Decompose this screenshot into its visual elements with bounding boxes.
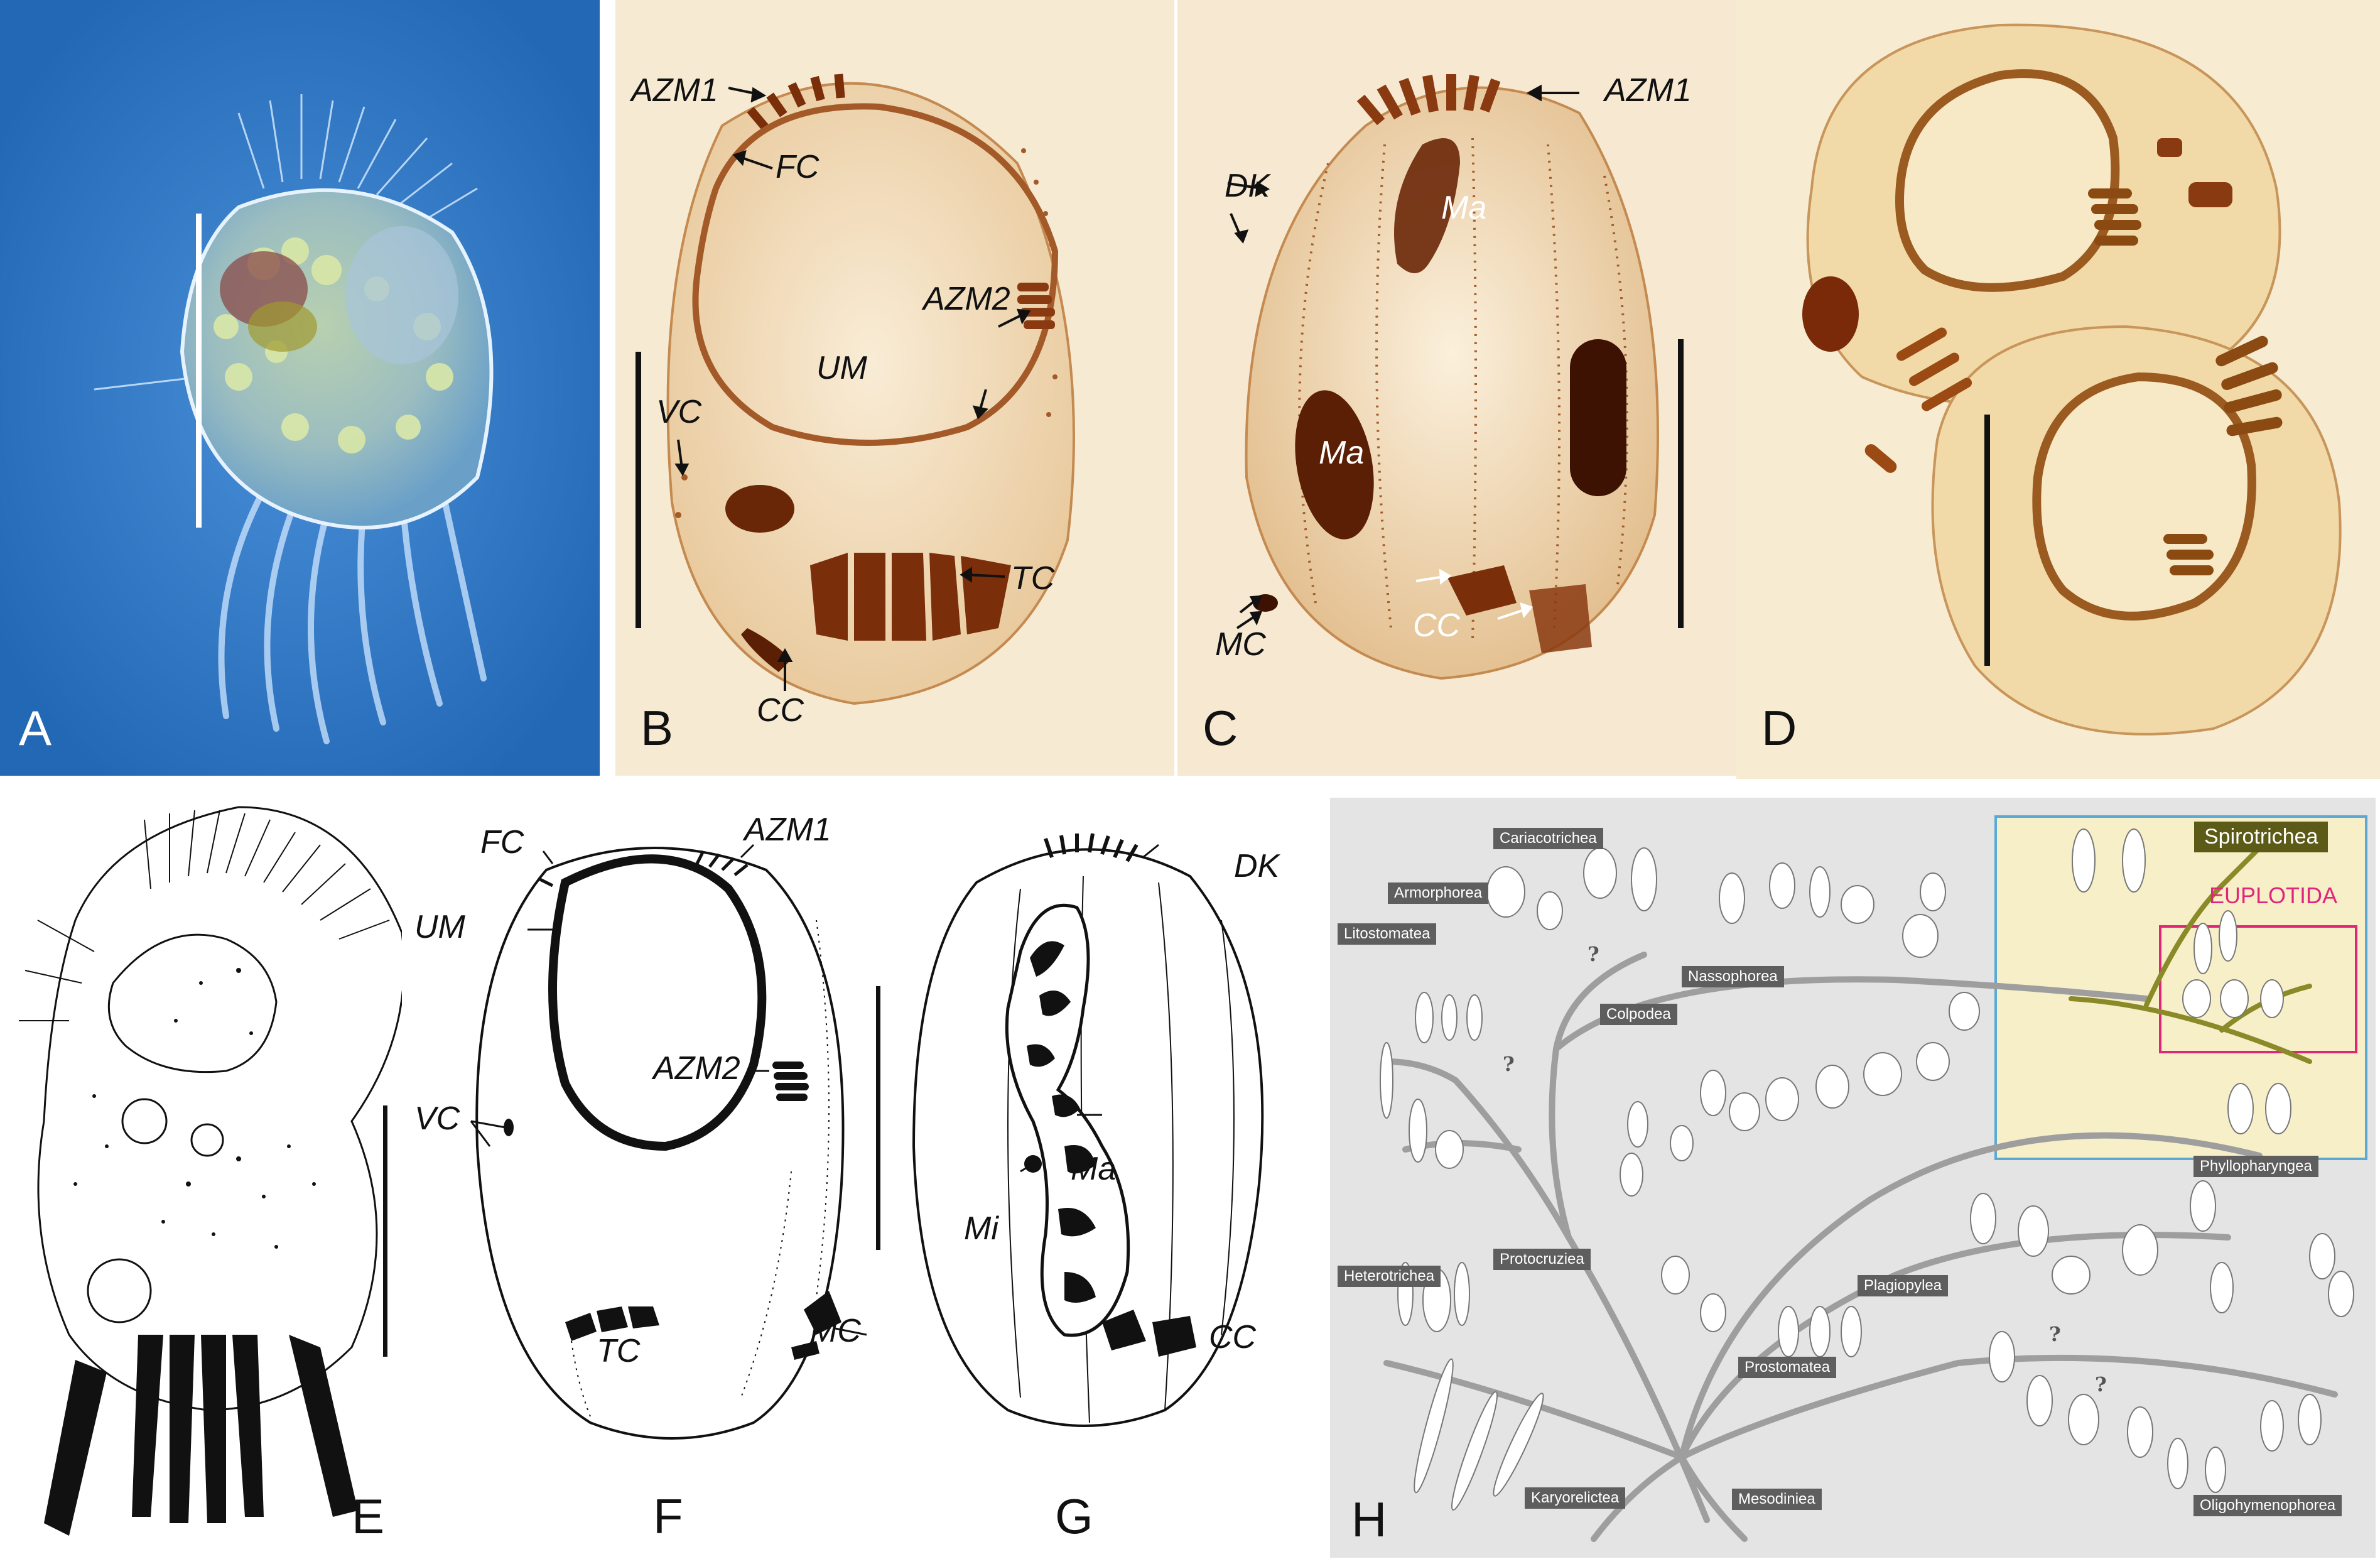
panel-g-label-cc: CC: [1209, 1319, 1257, 1355]
panel-b-label-azm2: AZM2: [923, 281, 1010, 317]
panel-b-label-tc: TC: [1011, 560, 1055, 597]
panel-g-label-dk: DK: [1234, 848, 1280, 884]
clade-prostomatea: Prostomatea: [1738, 1357, 1837, 1379]
panel-c-micrograph: [1177, 0, 1736, 776]
unknown-mark-1: ?: [1588, 942, 1599, 966]
panel-b: AZM1 FC AZM2 UM VC TC CC B: [615, 0, 1174, 776]
panel-b-label-cc: CC: [757, 692, 804, 729]
panel-h-tree: [1330, 798, 2376, 1558]
panel-f-label-vc: VC: [414, 1100, 460, 1137]
panel-g-letter: G: [1055, 1489, 1093, 1544]
panel-c-label-ma-mid: Ma: [1319, 435, 1365, 471]
clade-spirotrichea: Spirotrichea: [2194, 822, 2329, 853]
clade-litostomatea: Litostomatea: [1338, 923, 1437, 945]
panel-c-label-mc: MC: [1215, 626, 1266, 663]
panel-b-letter: B: [641, 700, 674, 756]
unknown-mark-4: ?: [2095, 1372, 2107, 1396]
panel-b-label-um: UM: [816, 350, 867, 386]
clade-nassophorea: Nassophorea: [1682, 966, 1784, 988]
panel-f-label-fc: FC: [480, 824, 524, 861]
panel-g-label-mi: Mi: [964, 1210, 998, 1247]
panel-f-label-tc: TC: [597, 1333, 641, 1369]
panel-g: DK Ma Mi CC G: [895, 795, 1312, 1564]
panel-h-letter: H: [1351, 1492, 1387, 1547]
panel-f-drawing: [470, 844, 880, 1440]
panel-c-label-cc: CC: [1413, 607, 1461, 644]
panel-e: E: [0, 795, 427, 1564]
unknown-mark-3: ?: [2049, 1322, 2061, 1346]
panel-f-label-azm2: AZM2: [653, 1050, 740, 1087]
panel-d-micrograph: [1736, 0, 2380, 779]
clade-euplotida: EUPLOTIDA: [2209, 882, 2338, 908]
panel-b-label-azm1: AZM1: [631, 72, 718, 109]
panel-g-drawing: [912, 833, 1264, 1427]
panel-f-label-mc: MC: [810, 1313, 861, 1349]
clade-plagiopylea: Plagiopylea: [1858, 1275, 1949, 1297]
clade-protocruziea: Protocruziea: [1493, 1249, 1591, 1271]
panel-a: A: [0, 0, 600, 776]
clade-colpodea: Colpodea: [1600, 1004, 1677, 1026]
panel-c: AZM1 DK Ma Ma MC CC C: [1177, 0, 1736, 776]
clade-karyorelictea: Karyorelictea: [1525, 1487, 1626, 1509]
panel-f-label-azm1: AZM1: [744, 812, 831, 848]
clade-armorphorea: Armorphorea: [1388, 882, 1489, 904]
panel-g-label-ma: Ma: [1071, 1151, 1117, 1187]
panel-a-letter: A: [19, 700, 52, 756]
panel-c-label-azm1: AZM1: [1604, 72, 1692, 109]
panel-c-label-dk: DK: [1225, 168, 1270, 204]
panel-e-letter: E: [352, 1489, 385, 1544]
clade-cariacotrichea: Cariacotrichea: [1493, 828, 1603, 850]
panel-b-label-vc: VC: [656, 394, 702, 430]
panel-f: FC AZM1 UM AZM2 VC TC MC F: [402, 795, 892, 1564]
clade-heterotrichea: Heterotrichea: [1338, 1266, 1441, 1288]
panel-c-letter: C: [1203, 700, 1238, 756]
panel-d-letter: D: [1761, 700, 1797, 756]
panel-h: Spirotrichea EUPLOTIDA Cariacotrichea Ar…: [1330, 798, 2376, 1558]
clade-oligohymenophorea: Oligohymenophorea: [2193, 1495, 2342, 1517]
panel-b-label-fc: FC: [776, 149, 819, 185]
clade-phyllopharyngea: Phyllopharyngea: [2193, 1156, 2318, 1178]
panel-f-label-um: UM: [414, 909, 465, 945]
panel-b-micrograph: [615, 0, 1174, 776]
panel-a-micrograph: [0, 0, 600, 776]
panel-e-drawing: [19, 806, 405, 1536]
unknown-mark-2: ?: [1503, 1052, 1515, 1076]
clade-mesodiniea: Mesodiniea: [1732, 1489, 1822, 1511]
panel-d: D: [1736, 0, 2380, 779]
panel-c-label-ma-top: Ma: [1441, 190, 1487, 226]
panel-f-letter: F: [653, 1489, 683, 1544]
